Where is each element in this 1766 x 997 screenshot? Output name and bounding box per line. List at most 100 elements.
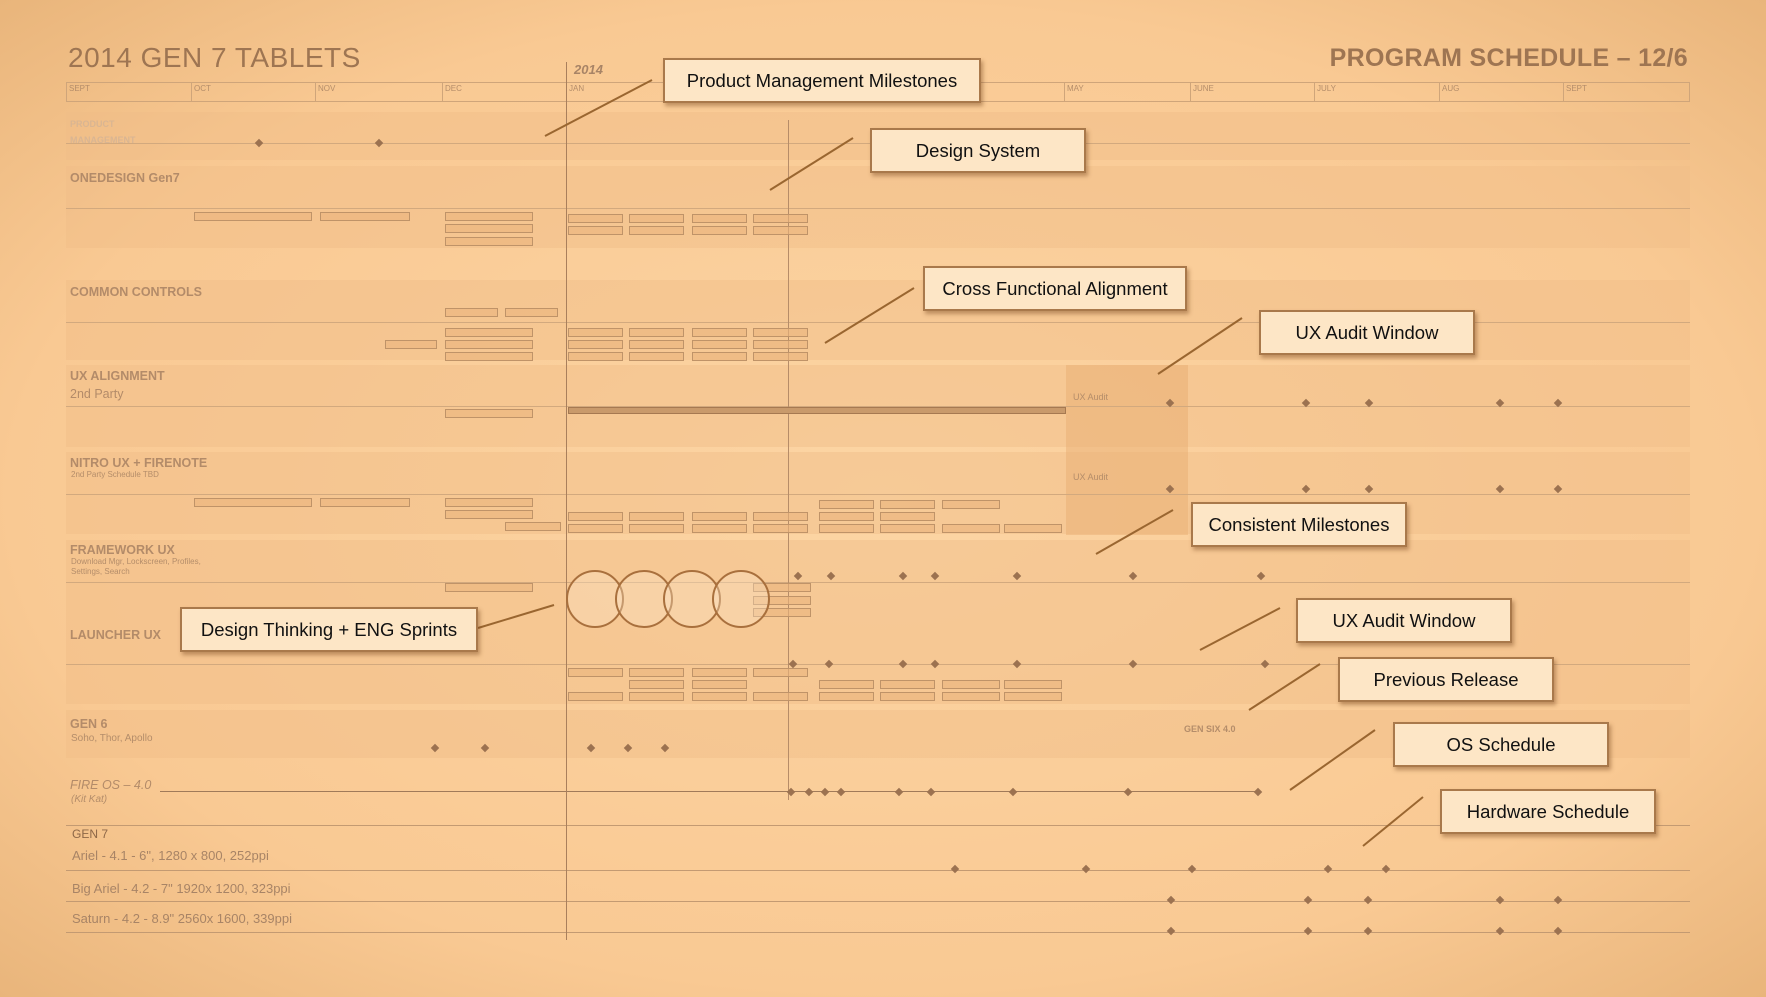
schedule-bar — [942, 500, 1000, 509]
grid-line — [66, 582, 1690, 583]
schedule-bar — [753, 328, 808, 337]
schedule-bar — [692, 680, 747, 689]
schedule-bar — [1004, 524, 1062, 533]
row-label-big-ariel: Big Ariel - 4.2 - 7" 1920x 1200, 323ppi — [72, 881, 291, 896]
schedule-bar — [819, 692, 874, 701]
month-label: SEPT — [1566, 84, 1587, 93]
callout-previous-release: Previous Release — [1338, 657, 1554, 702]
connector-line — [1199, 607, 1281, 651]
schedule-bar — [568, 524, 623, 533]
month-label: OCT — [192, 83, 316, 101]
schedule-bar — [753, 524, 808, 533]
grid-line — [66, 932, 1690, 933]
schedule-bar — [629, 214, 684, 223]
schedule-title: PROGRAM SCHEDULE – 12/6 — [1329, 44, 1688, 72]
callout-product-management-milestones: Product Management Milestones — [663, 58, 981, 103]
month-label: JULY — [1315, 83, 1440, 101]
schedule-bar — [629, 680, 684, 689]
schedule-bar — [445, 510, 533, 519]
month-label — [941, 83, 1065, 101]
grid-line — [66, 825, 1690, 826]
month-label: JUNE — [1191, 83, 1315, 101]
band-onedesign — [66, 166, 1690, 248]
connector-line — [544, 79, 653, 137]
schedule-bar — [692, 692, 747, 701]
callout-os-schedule: OS Schedule — [1393, 722, 1609, 767]
grid-line — [66, 208, 1690, 209]
schedule-bar — [568, 214, 623, 223]
schedule-bar — [819, 524, 874, 533]
grid-line — [66, 406, 1690, 407]
callout-consistent-milestones: Consistent Milestones — [1191, 502, 1407, 547]
callout-ux-audit-window-2: UX Audit Window — [1296, 598, 1512, 643]
schedule-bar — [568, 692, 623, 701]
schedule-bar — [385, 340, 437, 349]
schedule-bar — [320, 212, 410, 221]
row-label-launcher: LAUNCHER UX — [70, 628, 161, 642]
schedule-bar — [568, 226, 623, 235]
schedule-bar — [880, 500, 935, 509]
schedule-bar — [445, 212, 533, 221]
schedule-bar — [629, 524, 684, 533]
grid-line — [66, 494, 1690, 495]
callout-hardware-schedule: Hardware Schedule — [1440, 789, 1656, 834]
row-label-ux-alignment-sub: 2nd Party — [70, 387, 124, 401]
row-label-gen7: GEN 7 — [72, 827, 109, 841]
schedule-bar — [692, 668, 747, 677]
schedule-bar — [753, 352, 808, 361]
callout-design-system: Design System — [870, 128, 1086, 173]
schedule-bar — [568, 340, 623, 349]
schedule-bar — [445, 583, 533, 592]
schedule-bar — [942, 680, 1000, 689]
sprint-circle — [712, 570, 770, 628]
schedule-bar — [629, 226, 684, 235]
schedule-bar — [753, 214, 808, 223]
month-label: MAY — [1065, 83, 1191, 101]
schedule-bar — [880, 524, 935, 533]
schedule-bar — [194, 212, 312, 221]
schedule-bar — [568, 352, 623, 361]
connector-line — [1248, 663, 1321, 711]
schedule-bar — [692, 226, 747, 235]
year-boundary-line — [566, 62, 567, 940]
party-review-window — [568, 407, 1066, 414]
band-nitro — [66, 452, 1690, 534]
grid-line — [66, 870, 1690, 871]
schedule-bar — [445, 498, 533, 507]
month-label: SEPT — [67, 83, 192, 101]
schedule-bar — [692, 214, 747, 223]
grid-line — [66, 664, 1690, 665]
callout-ux-audit-window: UX Audit Window — [1259, 310, 1475, 355]
row-label-fireos: FIRE OS – 4.0 — [70, 778, 152, 792]
schedule-bar — [753, 340, 808, 349]
schedule-bar — [568, 328, 623, 337]
sprint-circle — [663, 570, 721, 628]
row-label-onedesign: ONEDESIGN Gen7 — [70, 171, 180, 185]
row-label-ux-alignment: UX ALIGNMENT — [70, 369, 165, 383]
schedule-bar — [629, 512, 684, 521]
schedule-bar — [505, 522, 561, 531]
schedule-bar — [505, 308, 558, 317]
schedule-bar — [753, 512, 808, 521]
schedule-bar — [942, 524, 1000, 533]
connector-line — [1157, 317, 1243, 375]
row-label-framework: FRAMEWORK UX — [70, 543, 175, 557]
schedule-bar — [629, 328, 684, 337]
schedule-bar — [880, 680, 935, 689]
row-label-gen6-sub: Soho, Thor, Apollo — [71, 733, 153, 744]
connector-line — [769, 137, 854, 191]
connector-line — [1362, 796, 1424, 847]
schedule-bar — [942, 692, 1000, 701]
schedule-bar — [320, 498, 410, 507]
callout-cross-functional-alignment: Cross Functional Alignment — [923, 266, 1187, 311]
schedule-bar — [445, 237, 533, 246]
schedule-bar — [629, 340, 684, 349]
schedule-bar — [629, 352, 684, 361]
connector-line — [1095, 509, 1174, 555]
row-label-ariel: Ariel - 4.1 - 6", 1280 x 800, 252ppi — [72, 848, 269, 863]
connector-line — [477, 604, 555, 629]
row-label-nitro: NITRO UX + FIRENOTE — [70, 456, 208, 470]
schedule-bar — [753, 692, 808, 701]
schedule-bar — [629, 692, 684, 701]
